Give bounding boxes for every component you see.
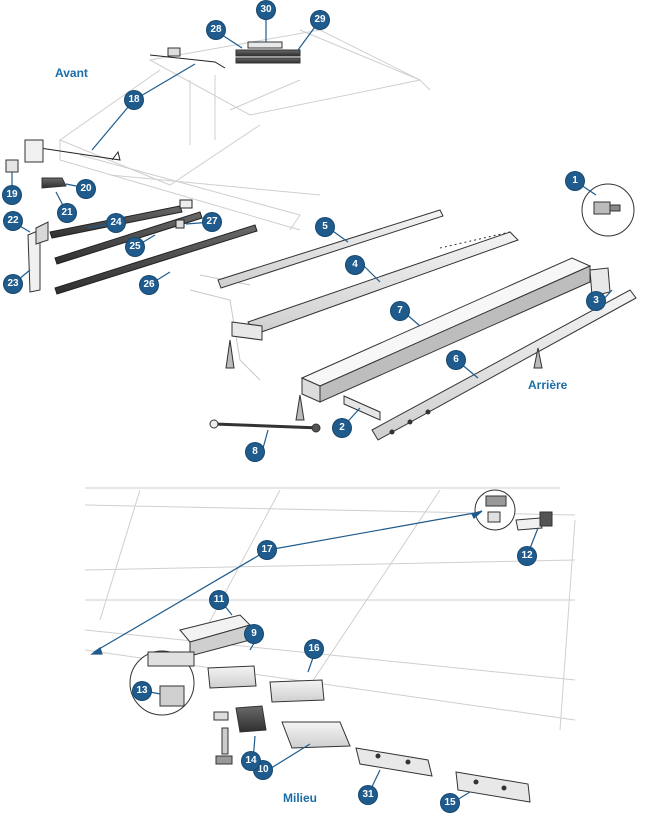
- middle-plate-15: [455, 771, 531, 803]
- callout-2: 2: [333, 419, 351, 437]
- callout-15: 15: [441, 794, 459, 812]
- callout-24: 24: [107, 214, 125, 232]
- callout-9: 9: [245, 625, 263, 643]
- rear-bar-5: [217, 209, 444, 289]
- rear-rod-8: [209, 419, 321, 433]
- callout-23: 23: [4, 275, 22, 293]
- callout-29: 29: [311, 11, 329, 29]
- top-plates: [235, 41, 301, 64]
- section-label-front: Avant: [55, 66, 88, 80]
- callout-20: 20: [77, 180, 95, 198]
- middle-bar-9: [207, 665, 257, 689]
- middle-tube-10: [281, 721, 351, 749]
- callout-19: 19: [3, 186, 21, 204]
- callout-6: 6: [447, 351, 465, 369]
- rear-beam-7: [300, 257, 592, 403]
- middle-tube-11: [179, 614, 251, 657]
- callout-3: 3: [587, 292, 605, 310]
- callout-18: 18: [125, 91, 143, 109]
- callout-22: 22: [4, 212, 22, 230]
- front-frame-ghost: [58, 29, 431, 231]
- callout-5: 5: [316, 218, 334, 236]
- cable-assembly: [24, 47, 226, 163]
- callout-7: 7: [391, 302, 409, 320]
- callout-17: 17: [258, 541, 276, 559]
- callout-12: 12: [518, 547, 536, 565]
- middle-plate-31: [355, 747, 433, 777]
- middle-bar-16: [269, 679, 325, 703]
- section-label-middle: Milieu: [283, 791, 318, 805]
- callout-30: 30: [257, 1, 275, 19]
- front-small-parts: [5, 159, 67, 293]
- callout-26: 26: [140, 276, 158, 294]
- connector-arrows: [90, 510, 483, 655]
- callout-4: 4: [346, 256, 364, 274]
- callout-28: 28: [207, 21, 225, 39]
- callout-14: 14: [242, 752, 260, 770]
- callout-8: 8: [246, 443, 264, 461]
- callout-16: 16: [305, 640, 323, 658]
- middle-part-12: [515, 511, 553, 531]
- callout-31: 31: [359, 786, 377, 804]
- middle-part-14: [213, 705, 267, 765]
- rear-bar-6: [371, 289, 637, 441]
- callout-11: 11: [210, 591, 228, 609]
- callout-21: 21: [58, 204, 76, 222]
- callout-25: 25: [126, 238, 144, 256]
- section-label-rear: Arrière: [528, 378, 568, 392]
- detail-circle-17: [474, 489, 516, 531]
- detail-circle-1: [581, 183, 635, 237]
- callout-13: 13: [133, 682, 151, 700]
- callout-1: 1: [566, 172, 584, 190]
- callout-27: 27: [203, 213, 221, 231]
- rear-brackets: [225, 267, 611, 421]
